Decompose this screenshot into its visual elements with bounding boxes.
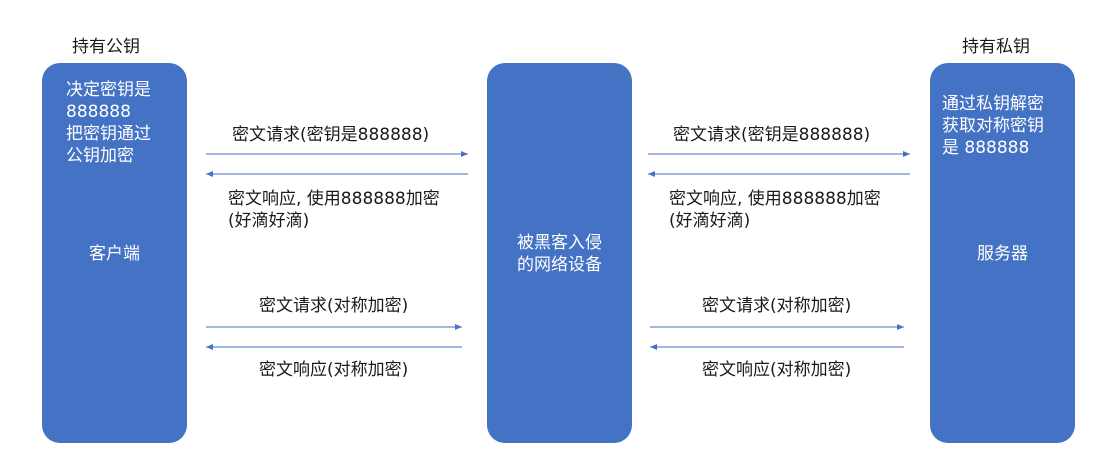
right-request-2-label: 密文请求(对称加密) xyxy=(702,296,852,316)
right-response-1-label: 密文响应, 使用888888加密 (好滴好滴) xyxy=(669,189,881,231)
compromised-device-name: 被黑客入侵 的网络设备 xyxy=(517,233,602,275)
right-request-1-label: 密文请求(密钥是888888) xyxy=(673,125,871,145)
server-note: 通过私钥解密 获取对称密钥 是 888888 xyxy=(942,94,1044,158)
server-header: 持有私钥 xyxy=(962,37,1030,57)
client-name: 客户端 xyxy=(89,244,140,264)
server-node: 通过私钥解密 获取对称密钥 是 888888 服务器 xyxy=(930,63,1075,443)
left-response-1-label: 密文响应, 使用888888加密 (好滴好滴) xyxy=(228,189,440,231)
left-response-2-label: 密文响应(对称加密) xyxy=(259,360,409,380)
compromised-device-node: 被黑客入侵 的网络设备 xyxy=(487,63,632,443)
right-response-2-label: 密文响应(对称加密) xyxy=(702,360,852,380)
client-node: 决定密钥是 888888 把密钥通过 公钥加密 客户端 xyxy=(42,63,187,443)
left-request-2-label: 密文请求(对称加密) xyxy=(259,296,409,316)
client-note: 决定密钥是 888888 把密钥通过 公钥加密 xyxy=(66,80,151,166)
server-name: 服务器 xyxy=(977,244,1028,264)
left-request-1-label: 密文请求(密钥是888888) xyxy=(232,125,430,145)
client-header: 持有公钥 xyxy=(72,37,140,57)
